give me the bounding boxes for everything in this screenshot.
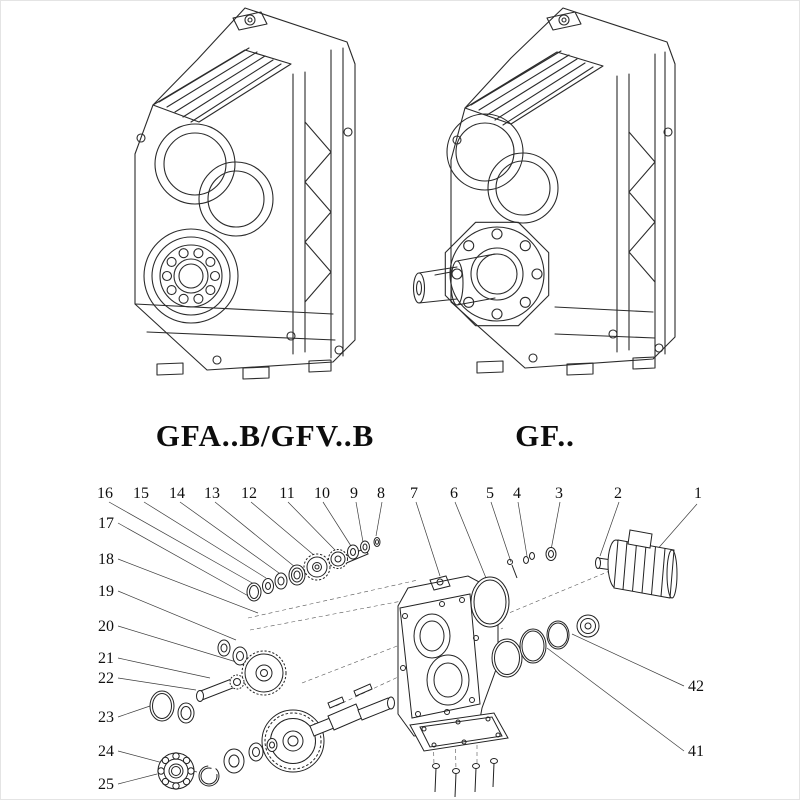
small-fasteners xyxy=(507,547,557,579)
callout-24: 24 xyxy=(98,743,114,760)
callout-numbers: 16 15 14 13 12 11 10 9 8 7 6 5 4 3 2 1 1… xyxy=(97,485,704,793)
callout-25: 25 xyxy=(98,776,114,793)
callout-41: 41 xyxy=(688,743,704,760)
output-gear-and-shaft xyxy=(261,683,395,773)
gearbox-drawing-gf xyxy=(412,7,676,376)
callout-12: 12 xyxy=(241,485,257,502)
side-panel-ribs xyxy=(616,51,666,357)
output-shaft xyxy=(412,253,496,306)
callout-3: 3 xyxy=(555,485,563,502)
mounting-feet xyxy=(476,356,656,376)
flange-bolt-holes xyxy=(136,127,353,365)
callout-19: 19 xyxy=(98,583,114,600)
callout-23: 23 xyxy=(98,709,114,726)
callout-4: 4 xyxy=(513,485,521,502)
callout-13: 13 xyxy=(204,485,220,502)
callout-17: 17 xyxy=(98,515,114,532)
model-label-gfab: GFA..B/GFV..B xyxy=(155,418,375,453)
callout-2: 2 xyxy=(614,485,622,502)
callout-1: 1 xyxy=(694,485,702,502)
callout-8: 8 xyxy=(377,485,385,502)
motor-assembly xyxy=(595,529,678,599)
callout-10: 10 xyxy=(314,485,330,502)
callout-42: 42 xyxy=(688,678,704,695)
callout-18: 18 xyxy=(98,551,114,568)
output-bearing xyxy=(143,228,239,324)
output-bearing-set xyxy=(157,738,278,790)
cooling-rib-lines xyxy=(158,47,282,123)
callout-15: 15 xyxy=(133,485,149,502)
input-shaft-parts xyxy=(246,537,381,602)
flange-bolt-holes xyxy=(452,127,673,363)
callout-7: 7 xyxy=(410,485,418,502)
cooling-rib-lines xyxy=(470,50,594,126)
output-flange xyxy=(444,221,550,327)
model-label-gf: GF.. xyxy=(515,418,575,453)
callout-9: 9 xyxy=(350,485,358,502)
gearbox-drawing-gfab xyxy=(134,7,356,380)
retaining-rings xyxy=(491,614,600,678)
callout-14: 14 xyxy=(169,485,185,502)
gearbox-body-outline xyxy=(450,7,676,369)
callout-leader-lines xyxy=(108,501,698,785)
callout-16: 16 xyxy=(97,485,113,502)
callout-21: 21 xyxy=(98,650,114,667)
flange-gasket xyxy=(470,576,510,628)
input-bore-circles xyxy=(154,123,274,237)
gearbox-body-outline xyxy=(134,7,356,371)
side-panel-ribs xyxy=(292,47,344,359)
callout-5: 5 xyxy=(486,485,494,502)
exploded-parts-diagram: 16 15 14 13 12 11 10 9 8 7 6 5 4 3 2 1 1… xyxy=(97,485,704,798)
cover-plate-and-screws xyxy=(409,712,509,798)
gear-housing xyxy=(397,575,499,737)
mounting-feet xyxy=(156,359,332,380)
callout-11: 11 xyxy=(279,485,294,502)
callout-22: 22 xyxy=(98,670,114,687)
input-bore-circles xyxy=(446,113,559,224)
intermediate-gear-set xyxy=(149,639,287,724)
callout-6: 6 xyxy=(450,485,458,502)
callout-20: 20 xyxy=(98,618,114,635)
